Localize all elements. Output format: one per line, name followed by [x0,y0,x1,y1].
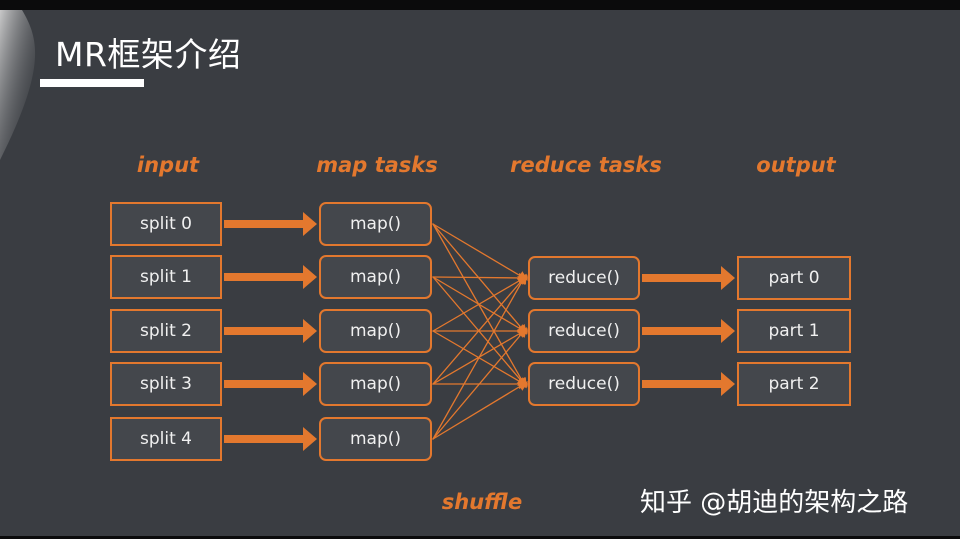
slide-title: MR框架介绍 [55,35,242,74]
output-part-2: part 2 [737,362,851,406]
input-split-3: split 3 [110,362,222,406]
column-header-map-tasks: map tasks [316,153,438,177]
shuffle-arrow-map2-reduce0 [432,275,529,332]
reduce-task-0: reduce() [528,256,640,300]
map-task-0: map() [319,202,432,246]
split-to-map-arrow-1 [224,265,317,289]
input-split-1: split 1 [110,255,222,299]
map-task-4: map() [319,417,432,461]
shuffle-arrow-map4-reduce0 [432,273,527,440]
watermark: 知乎 @胡迪的架构之路 [640,488,909,518]
input-split-4: split 4 [110,417,222,461]
map-task-3: map() [319,362,432,406]
map-task-1: map() [319,255,432,299]
column-header-reduce-tasks: reduce tasks [510,153,662,177]
reduce-task-2: reduce() [528,362,640,406]
input-split-0: split 0 [110,202,222,246]
output-part-0: part 0 [737,256,851,300]
shuffle-arrow-map3-reduce0 [432,274,528,385]
shuffle-arrow-map1-reduce0 [432,272,529,283]
split-to-map-arrow-0 [224,212,317,236]
shuffle-arrow-map4-reduce1 [432,327,528,440]
split-to-map-arrow-3 [224,372,317,396]
bottom-bar [0,536,960,539]
shuffle-arrow-map0-reduce0 [432,223,529,281]
shuffle-label: shuffle [441,490,523,514]
split-to-map-arrow-2 [224,319,317,343]
input-split-2: split 2 [110,309,222,353]
output-part-1: part 1 [737,309,851,353]
reduce-to-output-arrow-1 [642,319,735,343]
column-header-input: input [136,153,200,177]
map-task-2: map() [319,309,432,353]
reduce-task-1: reduce() [528,309,640,353]
reduce-to-output-arrow-2 [642,372,735,396]
title-underline [40,79,144,87]
split-to-map-arrow-4 [224,427,317,451]
column-header-output: output [756,153,836,177]
top-bar [0,0,960,10]
shuffle-arrow-map4-reduce2 [432,381,529,440]
reduce-to-output-arrow-0 [642,266,735,290]
corner-decoration [0,10,36,160]
